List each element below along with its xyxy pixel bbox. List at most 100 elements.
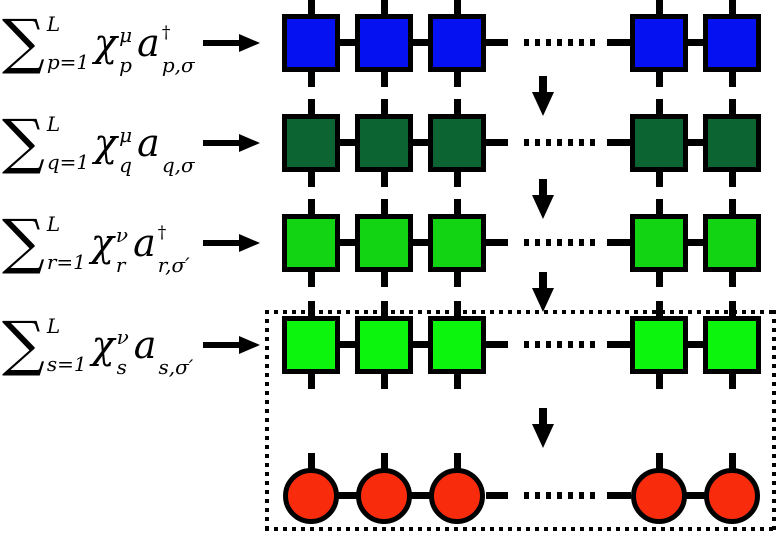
- sum-symbol: ∑: [2, 206, 45, 277]
- operator-dagger: †: [157, 222, 167, 243]
- ellipsis-trail-line: [607, 492, 631, 499]
- operator-subscript: q,σ: [161, 152, 195, 177]
- ellipsis-trail-line: [607, 341, 631, 348]
- site-connector: [408, 492, 433, 499]
- ellipsis-lead-line: [486, 492, 508, 499]
- site-connector: [336, 239, 359, 246]
- bond-leg-top: [655, 98, 663, 118]
- bond-leg-top: [307, 98, 315, 118]
- arrow-right-icon-2: [203, 133, 260, 152]
- arrow-down-head: [532, 424, 554, 448]
- bond-leg-top: [307, 452, 315, 472]
- arrow-right-shaft: [203, 39, 241, 46]
- bond-leg-bottom: [307, 369, 315, 389]
- operator-scripts: q,σ: [162, 125, 195, 175]
- bond-leg-bottom: [380, 369, 388, 389]
- sum-upper-limit: L: [46, 111, 61, 136]
- tensor-site-square-3: [428, 13, 486, 72]
- bond-leg-bottom: [453, 167, 461, 187]
- site-connector: [336, 39, 359, 46]
- chi-superscript: ν: [115, 222, 129, 247]
- bond-leg-bottom: [380, 267, 388, 287]
- ellipsis-dots: [524, 341, 596, 348]
- bond-leg-bottom: [728, 267, 736, 287]
- ellipsis-dots: [524, 39, 596, 46]
- bond-leg-top: [453, 198, 461, 218]
- tensor-site-square-4: [630, 13, 688, 72]
- chi-subscript: r: [115, 252, 126, 277]
- bond-leg-top: [380, 452, 388, 472]
- chi-superscript: ν: [116, 324, 129, 349]
- site-connector: [684, 341, 707, 348]
- tensor-site-square-3: [428, 113, 486, 172]
- arrow-right-icon-1: [203, 33, 260, 52]
- arrow-right-shaft: [203, 139, 241, 146]
- tensor-site-circle-4: [631, 467, 687, 524]
- bond-leg-top: [728, 452, 736, 472]
- sum-upper-limit: L: [46, 313, 61, 338]
- arrow-down-head: [532, 288, 554, 312]
- arrow-down-shaft: [539, 76, 547, 93]
- ellipsis-lead-line: [486, 239, 508, 246]
- site-connector: [409, 341, 432, 348]
- tensor-site-square-1: [282, 213, 340, 272]
- site-connector: [409, 39, 432, 46]
- ellipsis-dots: [524, 139, 596, 146]
- sum-lower-limit: p=1: [46, 49, 90, 74]
- ellipsis-trail-line: [607, 39, 631, 46]
- tensor-site-circle-3: [429, 467, 485, 524]
- bond-leg-top: [380, 300, 388, 320]
- sum-symbol: ∑: [2, 308, 45, 379]
- tensor-site-circle-1: [283, 467, 339, 524]
- bond-leg-bottom: [655, 67, 663, 87]
- chi-symbol: χ: [91, 322, 115, 367]
- ellipsis-trail-line: [607, 139, 631, 146]
- arrow-right-head: [239, 133, 260, 152]
- bond-leg-top: [728, 98, 736, 118]
- arrow-right-shaft: [203, 341, 241, 348]
- bond-leg-top: [655, 0, 663, 18]
- site-connector: [684, 39, 707, 46]
- tensor-site-square-4: [630, 113, 688, 172]
- arrow-down-icon-2: [532, 179, 554, 219]
- arrow-right-icon-3: [203, 233, 260, 252]
- arrow-down-shaft: [539, 272, 547, 289]
- site-connector: [336, 139, 359, 146]
- arrow-down-shaft: [539, 179, 547, 196]
- site-connector: [336, 341, 359, 348]
- bond-leg-top: [453, 0, 461, 18]
- bond-leg-top: [307, 0, 315, 18]
- bond-leg-top: [380, 98, 388, 118]
- arrow-right-head: [239, 33, 260, 52]
- sum-lower-limit: s=1: [46, 351, 87, 376]
- arrow-down-icon-1: [532, 76, 554, 116]
- bond-leg-bottom: [380, 167, 388, 187]
- arrow-down-head: [532, 92, 554, 116]
- operator-dagger: †: [161, 22, 171, 43]
- operator-subscript: r,σ′: [157, 252, 190, 277]
- chi-subscript: q: [119, 152, 132, 177]
- bond-leg-bottom: [728, 67, 736, 87]
- sum-symbol: ∑: [2, 6, 45, 77]
- operator-symbol: a: [133, 220, 156, 265]
- ellipsis-trail-line: [607, 239, 631, 246]
- bond-leg-bottom: [655, 369, 663, 389]
- bond-leg-bottom: [728, 167, 736, 187]
- arrow-right-head: [239, 233, 260, 252]
- bond-leg-top: [380, 0, 388, 18]
- operator-scripts: † r,σ′: [157, 222, 190, 277]
- bond-leg-bottom: [307, 167, 315, 187]
- bond-leg-top: [453, 98, 461, 118]
- operator-subscript: p,σ: [161, 52, 195, 77]
- tensor-site-square-5: [703, 13, 761, 72]
- bond-leg-top: [307, 198, 315, 218]
- tensor-site-circle-2: [356, 467, 412, 524]
- bond-leg-bottom: [453, 67, 461, 87]
- site-connector: [684, 139, 707, 146]
